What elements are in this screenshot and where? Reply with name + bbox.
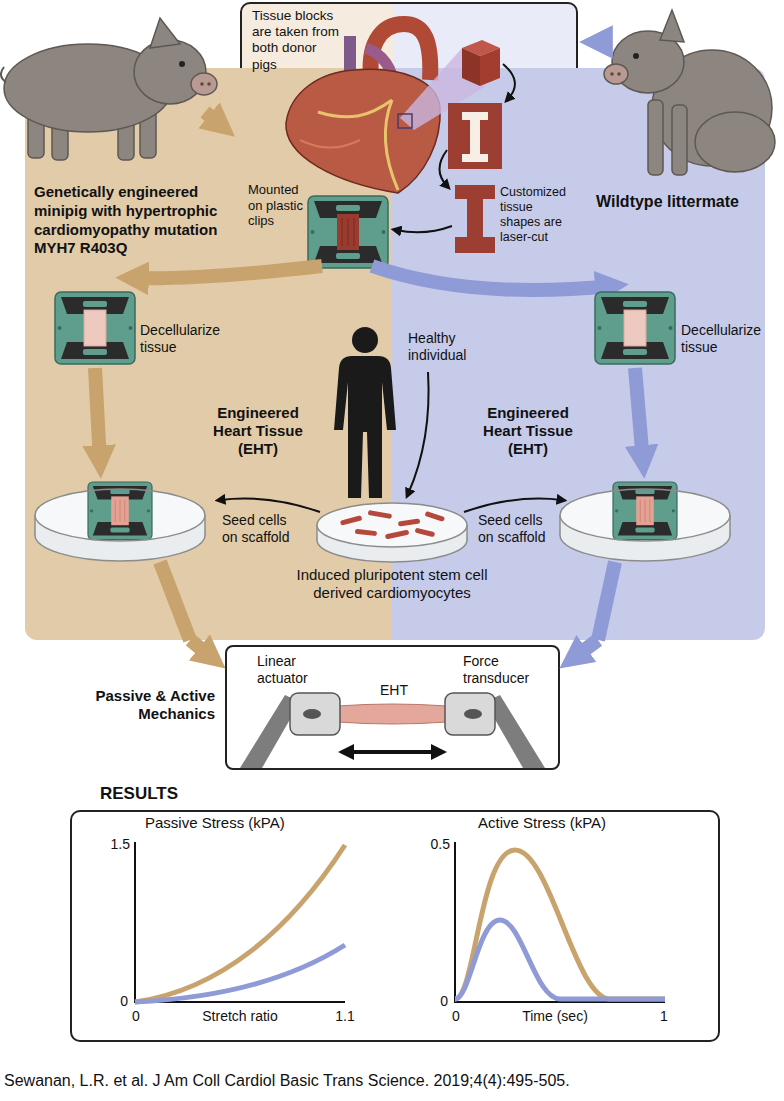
tissue-strip [455,185,495,253]
tissue-block [462,40,500,86]
text-slot: Decellularize tissue [140,322,228,356]
text-slot: 1 [656,1008,672,1025]
text-slot: Mounted on plastic clips [248,182,310,229]
cell-dish [317,503,467,562]
active-chart [455,842,665,1002]
axis-title: Time (sec) [510,1008,600,1025]
text-slot: 1.1 [330,1008,360,1025]
text-slot: Active Stress (kPA) [478,814,638,832]
text-slot: RESULTS [100,784,210,804]
minipig-figure [1,18,217,160]
group-heading: Genetically engineered minipig with hype… [34,183,238,258]
text-slot: Decellularize tissue [681,322,763,356]
group-heading: Wildtype littermate [596,192,761,211]
flow-arrow [372,266,612,290]
callout-label: Healthy individual [408,330,476,364]
step-label: Decellularize tissue [140,322,228,356]
flow-arrow [635,368,643,462]
step-label: Customized tissue shapes are laser-cut [500,185,574,245]
seed-arrow [220,499,320,513]
chart-title: Active Stress (kPA) [478,814,638,832]
flow-arrow-stem [160,562,190,640]
axis-tick: 0 [432,993,448,1010]
callout-label: Induced pluripotent stem cell derived ca… [277,566,507,602]
text-slot: Customized tissue shapes are laser-cut [500,185,574,245]
culture-dish [35,482,205,561]
seed-arrow [464,499,562,513]
passive-chart [135,842,345,1002]
decellularized-clip [595,292,675,364]
flow-arrow [95,368,100,462]
flow-arrow [596,35,612,49]
text-slot: Induced pluripotent stem cell derived ca… [277,566,507,602]
axis-tick: 1.5 [100,836,130,853]
text-slot: 0 [112,993,128,1010]
flow-arrow [190,640,212,658]
text-slot: Stretch ratio [195,1008,285,1025]
step-label: Seed cells on scaffold [222,512,302,546]
mounted-clip [308,196,388,268]
text-slot: Passive & Active Mechanics [65,687,215,723]
step-arrow [503,64,515,99]
axis-tick: 0 [129,1008,143,1025]
axis-tick: 0.5 [418,836,450,853]
minipig-figure [604,10,775,175]
part-label: EHT [378,682,410,699]
flow-arrow-stem [598,562,615,640]
text-slot: Sewanan, L.R. et al. J Am Coll Cardiol B… [4,1071,780,1090]
text-slot: 0 [449,1008,463,1025]
text-slot: 0 [432,993,448,1010]
flow-arrow [205,112,222,126]
text-slot: Tissue blocks are taken from both donor … [252,8,344,73]
test-rig [240,693,545,768]
chart-title: Passive Stress (kPA) [145,814,315,832]
axis-title: Stretch ratio [195,1008,285,1025]
flow-arrow [132,266,322,278]
person-head [352,327,378,353]
part-label: Linear actuator [257,653,329,687]
text-slot: Healthy individual [408,330,476,364]
step-label: Decellularize tissue [681,322,763,356]
person-silhouette [334,356,396,498]
flow-arrow [573,640,598,659]
text-slot: 1.5 [100,836,130,853]
step-heading: Engineered Heart Tissue (EHT) [478,404,578,458]
text-slot: Force transducer [463,653,551,687]
text-slot: Linear actuator [257,653,329,687]
box-heading: RESULTS [100,784,210,804]
box-heading: Passive & Active Mechanics [65,687,215,723]
text-slot: Engineered Heart Tissue (EHT) [208,404,308,458]
text-slot: Passive Stress (kPA) [145,814,315,832]
caption: Sewanan, L.R. et al. J Am Coll Cardiol B… [4,1071,780,1090]
step-arrow [396,226,452,232]
text-slot: 0 [129,1008,143,1025]
results-box: RESULTS [70,810,720,1042]
step-label: Seed cells on scaffold [478,512,558,546]
decellularized-clip [55,292,135,364]
culture-dish [560,482,730,561]
text-slot: Seed cells on scaffold [478,512,558,546]
text-slot: Genetically engineered minipig with hype… [34,183,238,258]
leader-arrow [408,372,429,494]
text-slot: 0.5 [418,836,450,853]
laser-cut-block [448,103,502,169]
text-slot: Engineered Heart Tissue (EHT) [478,404,578,458]
step-label: Mounted on plastic clips [248,182,310,229]
axis-tick: 1.1 [330,1008,360,1025]
text-slot: Wildtype littermate [596,192,761,211]
text-slot: Seed cells on scaffold [222,512,302,546]
text-slot: EHT [378,682,410,699]
motion-arrow [346,750,439,754]
axis-tick: 0 [112,993,128,1010]
step-arrow [440,150,448,186]
sample-site [398,114,412,128]
part-label: Force transducer [463,653,551,687]
axis-tick: 0 [449,1008,463,1025]
step-heading: Engineered Heart Tissue (EHT) [208,404,308,458]
step-label: Tissue blocks are taken from both donor … [252,8,344,73]
text-slot: Time (sec) [510,1008,600,1025]
axis-tick: 1 [656,1008,672,1025]
